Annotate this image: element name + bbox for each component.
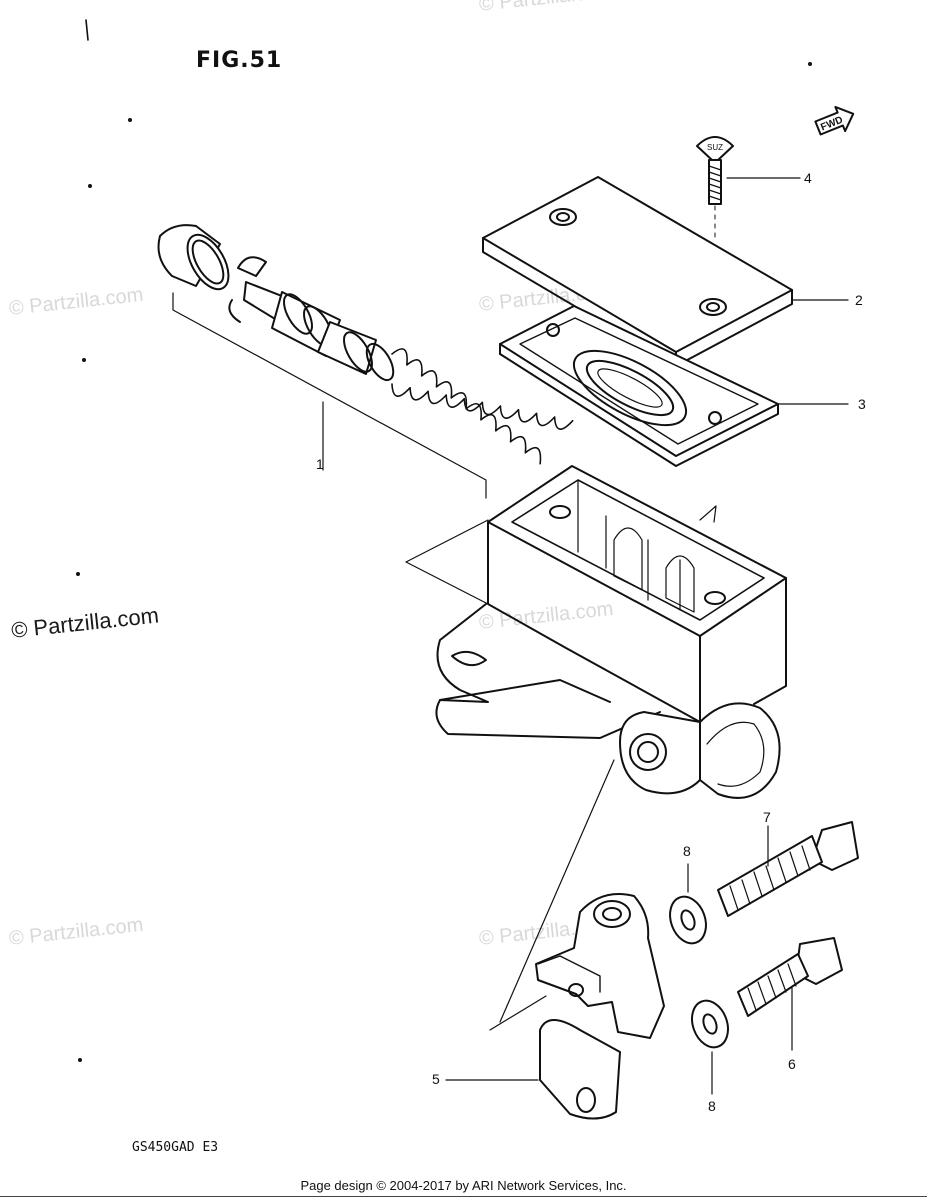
- callout-7: 7: [763, 809, 771, 825]
- callout-5: 5: [432, 1071, 440, 1087]
- part-8-washer-upper: [669, 863, 707, 945]
- part-6-bolt: [737, 937, 843, 1051]
- model-code: GS450GAD E3: [132, 1140, 219, 1155]
- part-8-washer-lower: [691, 999, 729, 1095]
- part-3-gasket: [499, 305, 779, 467]
- part-7-bolt: [717, 821, 859, 917]
- callout-8-lower: 8: [708, 1098, 716, 1114]
- master-cylinder-body: [405, 465, 787, 1023]
- callout-1: 1: [316, 456, 324, 472]
- figure-title: FIG.51: [196, 48, 283, 73]
- part-5-clamp: [445, 893, 665, 1120]
- callout-6: 6: [788, 1056, 796, 1072]
- callout-3: 3: [858, 396, 866, 412]
- footer-copyright: Page design © 2004-2017 by ARI Network S…: [300, 1178, 627, 1193]
- callout-4: 4: [804, 170, 812, 186]
- callout-2: 2: [855, 292, 863, 308]
- screw-head-mark: SUZ: [707, 143, 723, 152]
- callout-8-upper: 8: [683, 843, 691, 859]
- footer-divider: [0, 1196, 927, 1197]
- fwd-arrow-icon: FWD: [814, 105, 855, 136]
- part-1-piston-kit: [157, 224, 574, 499]
